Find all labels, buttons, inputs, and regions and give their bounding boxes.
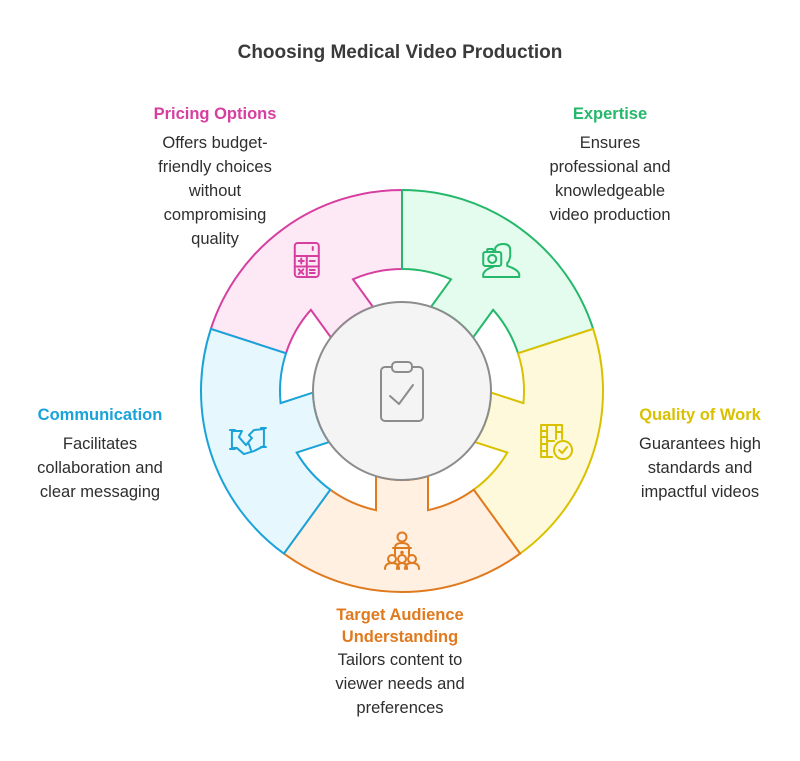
clipboard-check-icon: [380, 361, 424, 422]
handshake-icon: [228, 427, 267, 456]
segment-expertise: [401, 188, 595, 355]
heading-quality: Quality of Work: [639, 406, 761, 424]
camera-person-icon: [482, 242, 521, 278]
film-check-icon: [540, 424, 574, 461]
calculator-icon: [293, 241, 320, 278]
segment-quality: [472, 327, 604, 556]
center-hub: [312, 301, 492, 481]
diagram-title: Choosing Medical Video Production: [237, 42, 563, 63]
heading-expertise: Expertise: [572, 105, 648, 123]
segment-communication: [200, 327, 332, 556]
segment-audience: [282, 474, 522, 593]
block-pricing: Pricing Options Offers budget-friendly c…: [120, 103, 310, 251]
heading-communication: Communication: [37, 406, 163, 424]
heading-pricing: Pricing Options: [153, 105, 277, 123]
audience-presenter-icon: [384, 531, 420, 570]
